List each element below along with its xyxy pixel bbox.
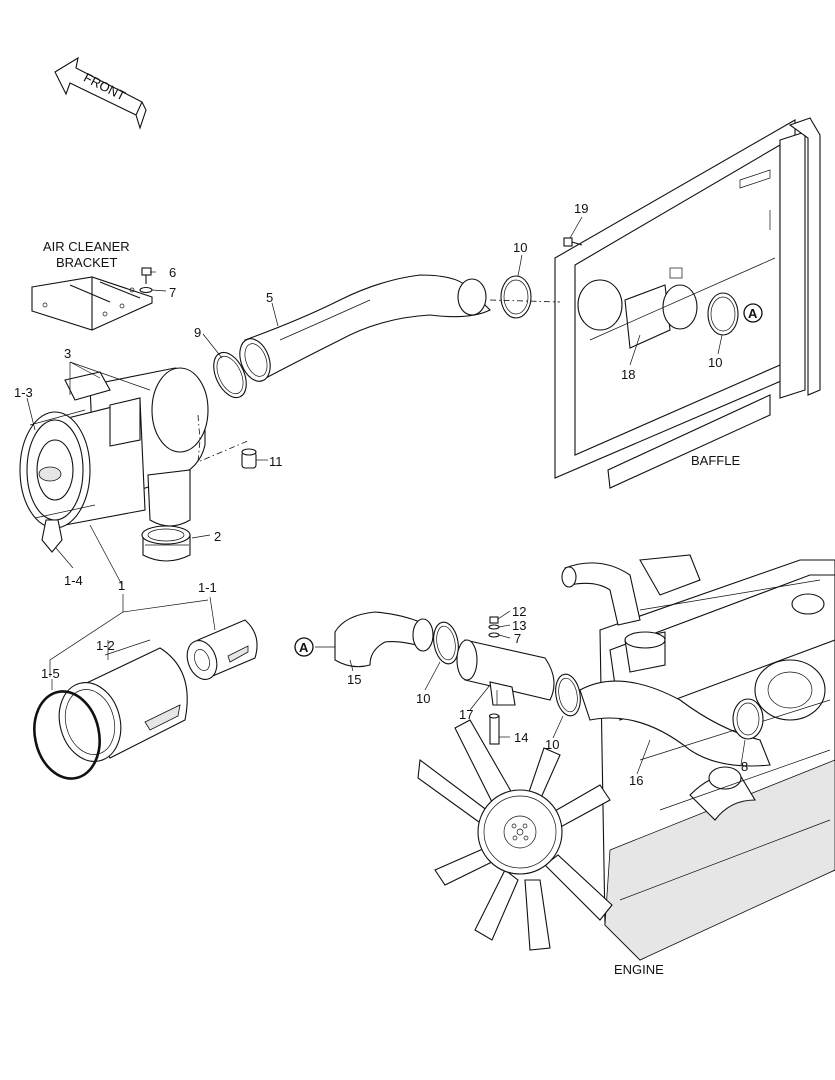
reference-circle-icon: A <box>294 637 314 657</box>
callout-10-hose15: 10 <box>416 691 430 706</box>
washer-7-lower <box>488 632 500 638</box>
baffle-panel <box>554 117 821 489</box>
callout-14: 14 <box>514 730 528 745</box>
callout-10-right: 10 <box>708 355 722 370</box>
pipe-17 <box>456 639 555 706</box>
clamp-10-right <box>707 292 739 336</box>
reference-a-label-hose: A <box>299 640 309 655</box>
callout-10-pipe17: 10 <box>545 737 559 752</box>
elbow-2 <box>141 525 191 562</box>
callout-1-4: 1-4 <box>64 573 83 588</box>
engine-label: ENGINE <box>614 962 664 977</box>
engine-assembly <box>561 554 835 961</box>
callout-11: 11 <box>269 454 283 469</box>
clamp-10-upper <box>500 275 532 319</box>
callout-1-3: 1-3 <box>14 385 33 400</box>
clamp-10-pipe17 <box>555 673 581 717</box>
air-cleaner-bracket <box>31 276 153 331</box>
intake-hose-5 <box>239 274 491 382</box>
callout-6: 6 <box>169 265 176 280</box>
o-ring-1-5 <box>33 690 101 780</box>
spacer-14 <box>488 713 500 745</box>
air-cleaner-bracket-label-line2: BRACKET <box>56 255 117 270</box>
inner-filter-1-1 <box>186 619 258 680</box>
front-arrow-icon: FRONT <box>54 56 147 130</box>
clamp-10-hose15 <box>433 621 459 665</box>
callout-5: 5 <box>266 290 273 305</box>
bolt-6 <box>141 267 152 284</box>
callout-2: 2 <box>214 529 221 544</box>
callout-19: 19 <box>574 201 588 216</box>
callout-15: 15 <box>347 672 361 687</box>
outer-filter-1-2 <box>58 647 188 762</box>
callout-13: 13 <box>512 618 526 633</box>
bolt-12 <box>489 616 499 624</box>
callout-18: 18 <box>621 367 635 382</box>
leader-lines <box>26 216 746 775</box>
callout-7-lower: 7 <box>514 631 521 646</box>
hose-15 <box>334 611 434 668</box>
reference-a-label-baffle: A <box>748 306 758 321</box>
air-cleaner-bracket-label-line1: AIR CLEANER <box>43 239 130 254</box>
baffle-label: BAFFLE <box>691 453 740 468</box>
clamp-8 <box>732 698 764 740</box>
callout-1-2: 1-2 <box>96 638 115 653</box>
callout-10-upper: 10 <box>513 240 527 255</box>
callout-17: 17 <box>459 707 473 722</box>
callout-12: 12 <box>512 604 526 619</box>
callout-8: 8 <box>741 759 748 774</box>
callout-9: 9 <box>194 325 201 340</box>
callout-3: 3 <box>64 346 71 361</box>
callout-1: 1 <box>118 578 125 593</box>
callout-7-upper: 7 <box>169 285 176 300</box>
sensor-11 <box>241 448 257 469</box>
item-1-grouping-lines <box>49 594 209 677</box>
cooling-fan <box>417 719 613 951</box>
air-cleaner-assembly <box>19 367 251 553</box>
callout-16: 16 <box>629 773 643 788</box>
callout-1-1: 1-1 <box>198 580 217 595</box>
callout-1-5: 1-5 <box>41 666 60 681</box>
washer-7 <box>139 286 153 294</box>
bolt-19 <box>563 237 583 247</box>
reference-circle-icon: A <box>743 303 763 323</box>
washer-13 <box>488 624 500 630</box>
